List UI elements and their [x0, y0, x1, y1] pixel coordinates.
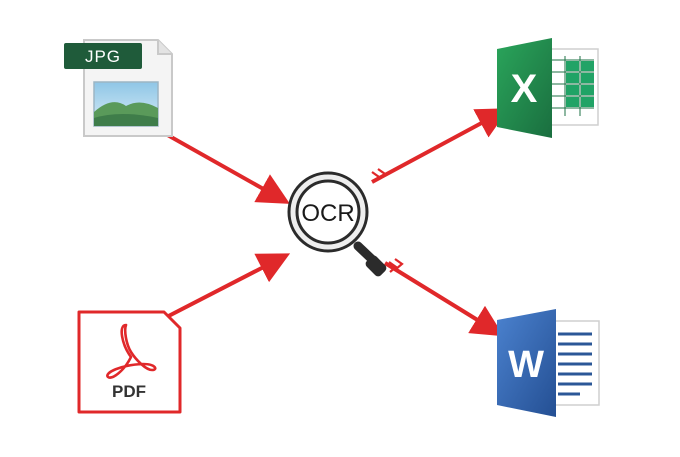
arrow-pdf-to-ocr — [154, 253, 291, 325]
ocr-label: OCR — [301, 200, 354, 227]
pdf-label: PDF — [112, 382, 146, 401]
excel-letter: X — [511, 67, 538, 111]
arrow-ocr-to-excel — [371, 108, 510, 184]
acrobat-icon — [106, 323, 157, 379]
pdf-file-icon: PDF — [77, 310, 182, 414]
excel-icon: X — [497, 38, 599, 138]
arrow-ocr-to-word — [383, 261, 504, 337]
word-letter: W — [508, 344, 544, 386]
jpg-label: JPG — [85, 47, 121, 66]
magnifying-glass-icon: OCR — [287, 171, 387, 277]
word-icon: W — [497, 309, 600, 417]
jpg-file-icon: JPG — [64, 39, 173, 137]
